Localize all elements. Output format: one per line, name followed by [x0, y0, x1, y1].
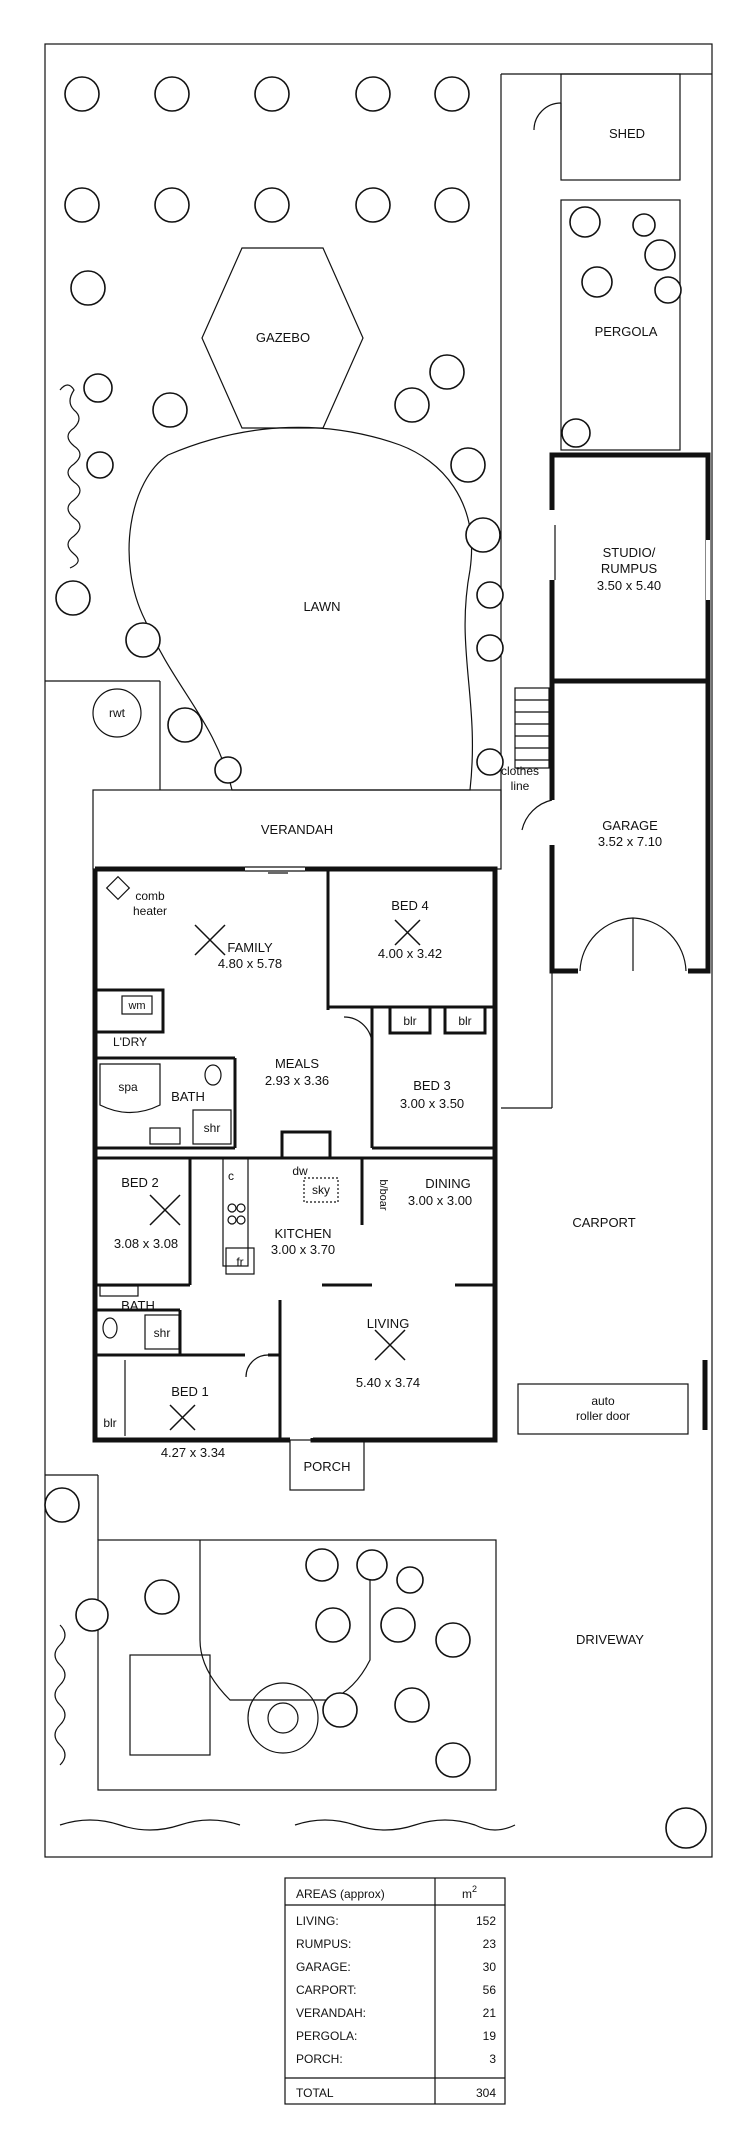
- shed: SHED: [533, 73, 681, 181]
- laundry-label: L'DRY: [113, 1035, 147, 1049]
- bed1-label: BED 1: [171, 1384, 209, 1399]
- studio-label-1: STUDIO/: [603, 545, 656, 560]
- bed2-dimensions: 3.08 x 3.08: [114, 1236, 178, 1251]
- bed1-robe-label: blr: [103, 1416, 116, 1430]
- area-row-value: 56: [483, 1983, 497, 1997]
- bed4-dimensions: 4.00 x 3.42: [378, 946, 442, 961]
- shr1-label: shr: [204, 1121, 221, 1135]
- gazebo: GAZEBO: [201, 247, 364, 429]
- area-row-label: PERGOLA:: [296, 2029, 357, 2043]
- gazebo-label: GAZEBO: [256, 330, 310, 345]
- fridge-label: fr: [236, 1255, 243, 1269]
- garage-dimensions: 3.52 x 7.10: [598, 834, 662, 849]
- comb-heater-label-2: heater: [133, 904, 167, 918]
- bed4-label: BED 4: [391, 898, 429, 913]
- bed3-dimensions: 3.00 x 3.50: [400, 1096, 464, 1111]
- lawn-label: LAWN: [303, 599, 340, 614]
- bed3-label: BED 3: [413, 1078, 451, 1093]
- area-row-label: GARAGE:: [296, 1960, 351, 1974]
- area-row-value: 152: [476, 1914, 496, 1928]
- bed4-robe-label: blr: [403, 1014, 416, 1028]
- dining-label: DINING: [425, 1176, 471, 1191]
- verandah: VERANDAH: [92, 789, 502, 870]
- family-dimensions: 4.80 x 5.78: [218, 956, 282, 971]
- bed2-label: BED 2: [121, 1175, 159, 1190]
- studio-dimensions: 3.50 x 5.40: [597, 578, 661, 593]
- steps: [514, 687, 550, 769]
- living-label: LIVING: [367, 1316, 410, 1331]
- area-row-label: RUMPUS:: [296, 1937, 351, 1951]
- pergola-label: PERGOLA: [595, 324, 658, 339]
- area-row-label: VERANDAH:: [296, 2006, 366, 2020]
- rainwater-tank: rwt: [92, 688, 142, 738]
- porch-label: PORCH: [304, 1459, 351, 1474]
- driveway-label: DRIVEWAY: [576, 1632, 644, 1647]
- porch: PORCH: [289, 1439, 365, 1491]
- kitchen-label: KITCHEN: [274, 1226, 331, 1241]
- shr2-label: shr: [154, 1326, 171, 1340]
- spa-label: spa: [118, 1080, 138, 1094]
- auto-roller-door: auto roller door: [517, 1360, 708, 1435]
- area-row-label: CARPORT:: [296, 1983, 356, 1997]
- meals-label: MEALS: [275, 1056, 319, 1071]
- area-row-value: 19: [483, 2029, 497, 2043]
- studio-rumpus: STUDIO/ RUMPUS 3.50 x 5.40: [549, 452, 711, 684]
- areas-table: AREAS (approx) m2 LIVING: 152 RUMPUS: 23…: [284, 1877, 506, 2105]
- living-dimensions: 5.40 x 3.74: [356, 1375, 420, 1390]
- skylight-label: sky: [312, 1183, 330, 1197]
- family-label: FAMILY: [227, 940, 273, 955]
- clothes-line-label-1: clothes: [501, 764, 539, 778]
- garage: GARAGE 3.52 x 7.10: [521, 678, 711, 974]
- comb-heater-label-1: comb: [135, 889, 165, 903]
- rwt-label: rwt: [109, 706, 126, 720]
- b-boar-label: b/boar: [377, 1179, 389, 1211]
- trees-upper: [55, 76, 682, 784]
- roller-door-label-2: roller door: [576, 1409, 630, 1423]
- bed3-robe-label: blr: [458, 1014, 471, 1028]
- meals-dimensions: 2.93 x 3.36: [265, 1073, 329, 1088]
- c-label: c: [228, 1169, 234, 1183]
- area-row-value: 3: [489, 2052, 496, 2066]
- site-boundary: [44, 43, 713, 1858]
- areas-unit: m2: [462, 1884, 477, 1901]
- roller-door-label-1: auto: [591, 1394, 615, 1408]
- clothes-line-label-2: line: [511, 779, 530, 793]
- verandah-label: VERANDAH: [261, 822, 333, 837]
- dining-dimensions: 3.00 x 3.00: [408, 1193, 472, 1208]
- bath1-label: BATH: [171, 1089, 205, 1104]
- ceiling-fans: [149, 919, 421, 1431]
- areas-total-value: 304: [476, 2086, 496, 2100]
- dw-label: dw: [292, 1164, 308, 1178]
- area-row-value: 23: [483, 1937, 497, 1951]
- front-yard: [44, 1487, 707, 1849]
- area-row-value: 30: [483, 1960, 497, 1974]
- house: blr blr wm L'DRY spa BATH shr c fr dw sk…: [92, 866, 498, 1443]
- areas-total-label: TOTAL: [296, 2086, 334, 2100]
- hedge-left-upper: [59, 384, 81, 569]
- bath2-label: BATH: [121, 1298, 155, 1313]
- bed1-dimensions: 4.27 x 3.34: [161, 1445, 225, 1460]
- studio-label-2: RUMPUS: [601, 561, 658, 576]
- areas-heading: AREAS (approx): [296, 1887, 385, 1901]
- shed-label: SHED: [609, 126, 645, 141]
- area-row-value: 21: [483, 2006, 497, 2020]
- garage-label: GARAGE: [602, 818, 658, 833]
- kitchen-dimensions: 3.00 x 3.70: [271, 1242, 335, 1257]
- pergola: PERGOLA: [560, 199, 681, 451]
- wm-label: wm: [127, 1000, 145, 1012]
- area-row-label: LIVING:: [296, 1914, 339, 1928]
- area-row-label: PORCH:: [296, 2052, 343, 2066]
- carport-label: CARPORT: [572, 1215, 635, 1230]
- lawn: LAWN: [128, 426, 474, 791]
